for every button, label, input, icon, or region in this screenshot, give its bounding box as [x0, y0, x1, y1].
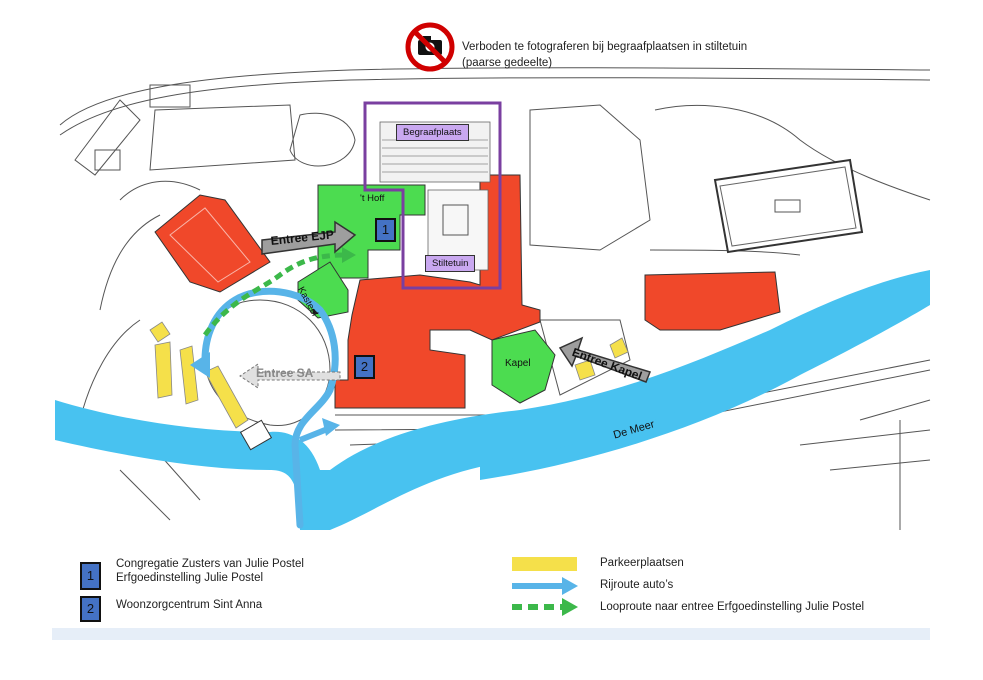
legend-marker-1: 1 — [80, 562, 101, 590]
legend-item2-line1: Woonzorgcentrum Sint Anna — [116, 599, 263, 611]
notice-line-1: Verboden te fotograferen bij begraafplaa… — [462, 41, 748, 53]
label-stiltetuin: Stiltetuin — [425, 255, 476, 272]
no-camera-icon — [405, 22, 455, 72]
legend-parking: Parkeerplaatsen — [600, 557, 684, 569]
entrance-arrow-ejp — [261, 220, 357, 255]
legend-parking-swatch — [512, 557, 577, 571]
label-entree-sa: Entree SA — [256, 366, 314, 380]
field — [713, 158, 864, 254]
footer-bar — [52, 628, 930, 640]
legend-item1-line2: Erfgoedinstelling Julie Postel — [116, 572, 264, 584]
water-de-meer — [55, 270, 930, 530]
legend-marker-2: 2 — [80, 596, 101, 622]
entrance-arrow-kapel — [558, 336, 651, 383]
car-route-arrow-west — [190, 352, 210, 378]
legend-walk-route: Looproute naar entree Erfgoedinstelling … — [600, 601, 865, 613]
label-kapel: Kapel — [505, 358, 531, 369]
car-route — [201, 287, 339, 529]
red-building-inner — [169, 207, 251, 283]
legend-walk-route-arrow — [512, 598, 578, 616]
walk-route — [202, 252, 346, 337]
parking-areas — [149, 321, 629, 429]
walk-route-arrow — [342, 247, 356, 263]
map-marker-2: 2 — [354, 355, 375, 379]
photo-prohibition-notice: Verboden te fotograferen bij begraafplaa… — [462, 39, 747, 71]
map-marker-1: 1 — [375, 218, 396, 242]
label-t-hoff: 't Hoff — [360, 193, 385, 204]
car-route-arrow-east — [322, 418, 340, 436]
water-de-meer-east — [480, 290, 930, 480]
legend-car-route-arrow — [512, 577, 578, 595]
legend-car-route: Rijroute auto’s — [600, 579, 674, 591]
label-begraafplaats: Begraafplaats — [396, 124, 469, 141]
small-building — [239, 419, 273, 451]
notice-line-2: (paarse gedeelte) — [462, 57, 553, 69]
legend-item1-line1: Congregatie Zusters van Julie Postel — [116, 558, 304, 570]
entrance-arrow-sa — [239, 363, 341, 389]
